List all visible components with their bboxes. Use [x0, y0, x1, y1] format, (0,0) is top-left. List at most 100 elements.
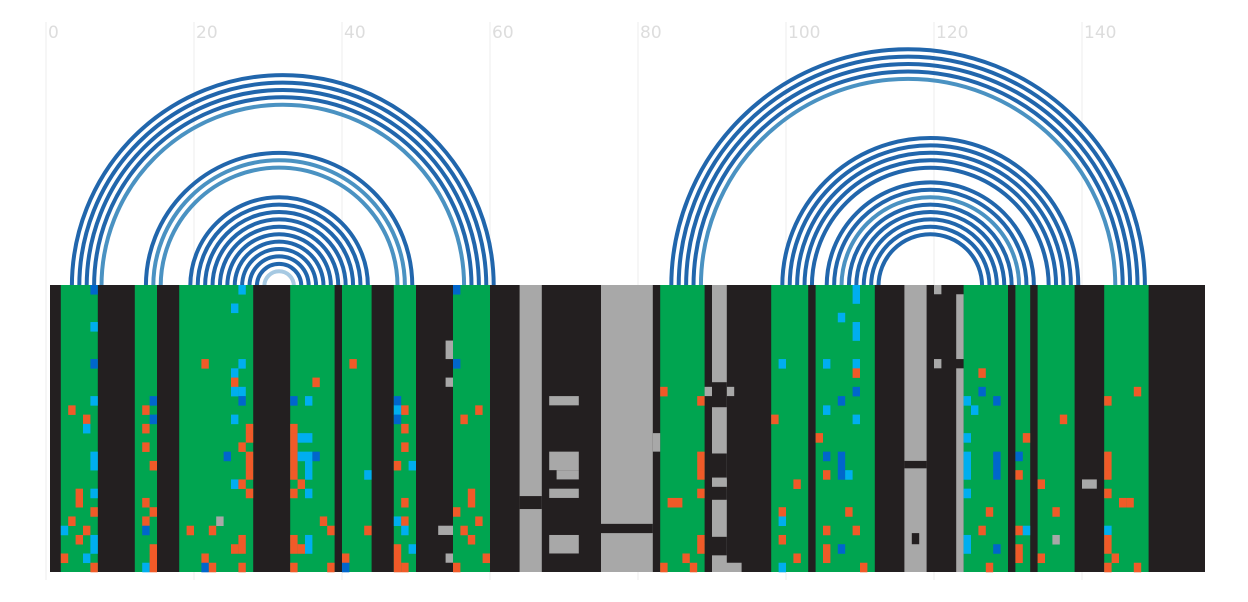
cell-orange-143-30: [1104, 562, 1112, 573]
cell-orange-41-8: [349, 359, 357, 369]
gap-block-120-8: [934, 359, 942, 369]
x-tick-label-40: 40: [344, 23, 366, 43]
cell-blue-36-18: [312, 451, 320, 462]
cell-blue-126-11: [978, 386, 986, 397]
cell-orange-104-16: [815, 433, 823, 443]
cell-cyan-109-4: [852, 322, 860, 332]
cell-orange-25-10: [231, 377, 239, 388]
column-paired-124: [963, 285, 1008, 572]
cell-orange-48-15: [401, 423, 409, 434]
cell-orange-6-24: [90, 507, 98, 517]
cell-orange-4-22: [75, 488, 83, 499]
cell-cyan-49-19: [408, 460, 416, 471]
cell-blue-47-14: [393, 414, 402, 425]
cell-blue-21-30: [201, 562, 209, 573]
cell-orange-56-14: [460, 414, 468, 425]
arc-H2-13-49: [143, 150, 415, 287]
cell-orange-109-26: [852, 525, 860, 536]
cell-orange-56-26: [460, 525, 468, 536]
arc-H1-4-59: [77, 80, 489, 287]
cell-cyan-124-22: [963, 488, 971, 499]
gap-block-120-0: [934, 285, 942, 295]
gap-block-53-26: [438, 525, 453, 535]
cell-orange-3-25: [68, 516, 76, 527]
cell-orange-88-22: [697, 488, 705, 499]
cell-orange-88-19: [697, 460, 705, 471]
cell-orange-88-20: [697, 470, 705, 480]
cell-orange-33-17: [290, 442, 298, 452]
cell-orange-14-29: [149, 553, 157, 564]
cell-orange-127-30: [985, 562, 994, 573]
cell-cyan-6-4: [90, 322, 98, 332]
cell-cyan-25-11: [231, 386, 239, 397]
gap-block-123-1: [956, 294, 964, 360]
gap-block-123-9: [956, 368, 964, 572]
cell-blue-109-11: [852, 386, 860, 397]
cell-cyan-35-16: [305, 433, 313, 443]
cell-cyan-35-27: [305, 534, 313, 545]
cell-orange-57-23: [467, 497, 476, 508]
arc-H6-106-132: [832, 187, 1029, 287]
column-paired-2: [60, 285, 98, 572]
cell-cyan-124-19: [963, 460, 971, 471]
gap-block-140-21: [1082, 479, 1097, 489]
column-paired-104: [815, 285, 875, 572]
cell-orange-55-24: [453, 507, 461, 517]
dark-gap-117-26.8: [911, 533, 920, 545]
gap-block-68-27: [549, 534, 579, 554]
cell-orange-143-22: [1104, 488, 1112, 499]
arc-H5-100-138: [787, 143, 1073, 287]
dark-gap-90-18.2: [712, 453, 727, 478]
x-tick-label-0: 0: [48, 23, 59, 43]
cell-orange-105-20: [823, 470, 831, 480]
cell-orange-4-23: [75, 497, 83, 508]
cell-orange-38-26: [327, 525, 335, 536]
cell-blue-14-14: [149, 414, 157, 425]
arc-H3-28-34: [254, 261, 304, 287]
cell-orange-14-19: [149, 460, 157, 471]
gap-block-68-22: [549, 488, 579, 498]
cell-cyan-124-27: [963, 534, 971, 545]
cell-orange-33-28: [290, 544, 298, 554]
cell-cyan-35-19: [305, 460, 313, 471]
arc-H3-27-35: [247, 254, 311, 287]
arc-H3-20-42: [195, 202, 363, 287]
cell-orange-27-20: [245, 470, 254, 480]
column-paired-40: [342, 285, 372, 572]
cell-orange-105-28: [823, 544, 831, 554]
cell-cyan-25-2: [231, 303, 239, 314]
cell-orange-26-28: [238, 544, 246, 554]
arc-H4-87-145: [691, 69, 1125, 287]
cell-orange-27-19: [245, 460, 254, 471]
cell-orange-5-14: [83, 414, 91, 425]
arc-H6-105-133: [824, 180, 1036, 287]
cell-orange-27-22: [245, 488, 254, 499]
cell-cyan-43-20: [364, 470, 372, 480]
cell-blue-107-20: [837, 470, 846, 480]
cell-orange-13-17: [142, 442, 150, 452]
cell-orange-43-26: [364, 525, 372, 536]
cell-cyan-25-21: [231, 479, 239, 489]
cell-orange-57-27: [467, 534, 476, 545]
cell-cyan-99-30: [778, 562, 786, 573]
cell-blue-128-19: [993, 460, 1001, 471]
dark-gap-75-25.8: [601, 523, 653, 534]
arc-H6-107-131: [839, 195, 1022, 287]
cell-orange-33-30: [290, 562, 298, 573]
cell-cyan-6-28: [90, 544, 98, 554]
cell-orange-88-12: [697, 396, 705, 406]
cell-orange-26-30: [238, 562, 246, 573]
cell-cyan-132-26: [1022, 525, 1031, 536]
cell-orange-13-15: [142, 423, 150, 434]
cell-orange-110-30: [860, 562, 868, 573]
arc-H3-22-40: [210, 217, 348, 287]
alignment-matrix: [50, 285, 1205, 573]
cell-blue-128-28: [993, 544, 1001, 554]
cell-cyan-109-5: [852, 331, 860, 341]
cell-orange-98-14: [771, 414, 779, 425]
cell-orange-58-25: [475, 516, 483, 527]
cell-orange-99-27: [778, 534, 786, 545]
cell-orange-126-9: [978, 368, 986, 378]
cell-cyan-108-20: [845, 470, 853, 480]
